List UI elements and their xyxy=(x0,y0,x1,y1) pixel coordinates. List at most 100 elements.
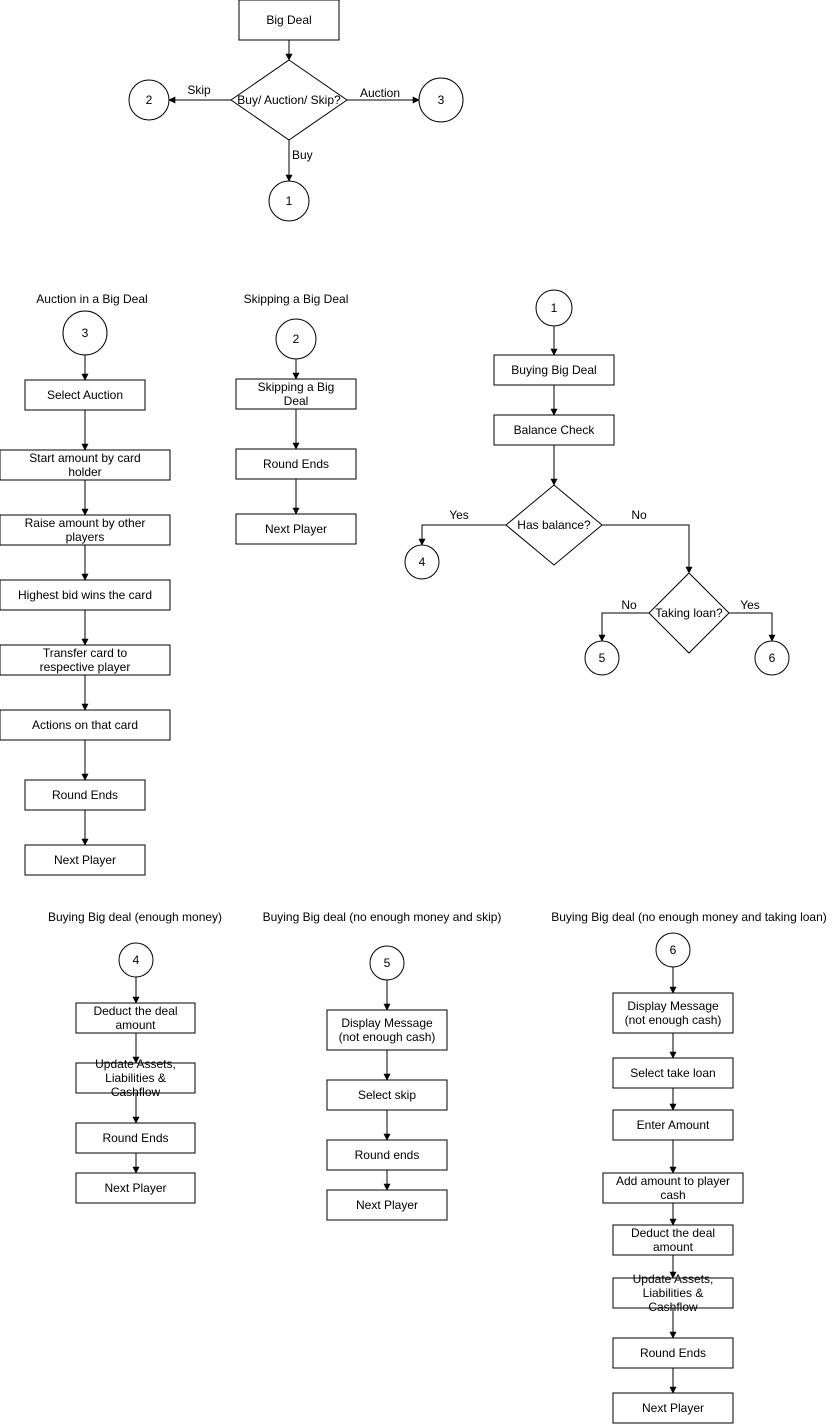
loan-step-6-label: Round Ends xyxy=(640,1346,706,1360)
noskip-title: Buying Big deal (no enough money and ski… xyxy=(263,910,502,924)
enough-connector-4-label: 4 xyxy=(133,953,140,967)
auction-step-3 xyxy=(0,579,171,611)
auction-connector-3-label: 3 xyxy=(82,326,89,340)
connector-4-label: 4 xyxy=(419,555,426,569)
skipping-step-2-label: Next Player xyxy=(265,522,327,536)
auction-step-7-label: Next Player xyxy=(54,853,116,867)
skipping-connector-2 xyxy=(275,318,317,360)
loan-title: Buying Big deal (no enough money and tak… xyxy=(551,910,827,924)
enough-step-2-label: Round Ends xyxy=(102,1131,168,1145)
connector-3 xyxy=(418,77,464,123)
auction-step-6-label: Round Ends xyxy=(52,788,118,802)
skipping-connector-2-label: 2 xyxy=(293,332,300,346)
enough-step-1-label: Update Assets,Liabilities &Cashflow xyxy=(95,1057,176,1099)
connector-3-label: 3 xyxy=(438,93,445,107)
buying-step-0-label: Buying Big Deal xyxy=(511,363,596,377)
loan-step-0 xyxy=(612,992,734,1034)
noskip-step-0-label: Display Message(not enough cash) xyxy=(339,1016,436,1044)
has-balance-decision-label: Has balance? xyxy=(517,518,591,532)
loan-step-2 xyxy=(612,1109,734,1141)
connector-2-label: 2 xyxy=(146,93,153,107)
auction-step-1 xyxy=(0,449,171,481)
buying-step-1-label: Balance Check xyxy=(514,423,596,437)
flow-nodes xyxy=(0,0,790,1424)
connector-1 xyxy=(268,180,310,222)
noskip-step-2-label: Round ends xyxy=(355,1148,420,1162)
loan-yes-edge-label: Yes xyxy=(740,598,760,612)
auction-step-6 xyxy=(24,779,146,811)
loan-step-4 xyxy=(612,1224,734,1256)
loan-edge-yes xyxy=(729,612,776,642)
noskip-step-1-label: Select skip xyxy=(358,1088,416,1102)
loan-step-1 xyxy=(612,1057,734,1089)
noskip-step-0 xyxy=(326,1009,448,1051)
connector-2 xyxy=(128,79,170,121)
loan-step-3 xyxy=(602,1172,744,1204)
noskip-step-3-label: Next Player xyxy=(356,1198,418,1212)
connector-1-label: 1 xyxy=(286,194,293,208)
auction-step-0 xyxy=(24,379,146,411)
taking-loan-decision-label: Taking loan? xyxy=(655,606,723,620)
auction-step-5 xyxy=(0,709,171,741)
connector-4 xyxy=(404,544,440,580)
enough-step-1 xyxy=(75,1062,196,1094)
noskip-step-1 xyxy=(326,1079,448,1111)
loan-step-0-label: Display Message(not enough cash) xyxy=(625,999,722,1027)
noskip-step-2 xyxy=(326,1139,448,1171)
yes-edge-label: Yes xyxy=(449,508,469,522)
auction-step-2 xyxy=(0,514,171,546)
buying-step-1 xyxy=(493,414,615,446)
loan-step-6 xyxy=(612,1337,734,1369)
big-deal-box-label: Big Deal xyxy=(266,13,311,27)
auction-step-4 xyxy=(0,644,171,676)
buying-connector-1-label: 1 xyxy=(551,301,558,315)
skip-edge-label: Skip xyxy=(187,83,211,97)
noskip-connector-5-label: 5 xyxy=(384,956,391,970)
auction-step-3-label: Highest bid wins the card xyxy=(18,588,152,602)
auction-step-0-label: Select Auction xyxy=(47,388,123,402)
enough-title: Buying Big deal (enough money) xyxy=(48,910,222,924)
flow-connections xyxy=(81,40,776,1394)
big-deal-box xyxy=(238,0,340,41)
enough-step-2 xyxy=(75,1122,196,1154)
noskip-step-3 xyxy=(326,1189,448,1221)
buying-edge-yes xyxy=(418,524,506,546)
enough-step-3 xyxy=(75,1172,196,1204)
buy-auction-skip-decision xyxy=(230,59,348,141)
auction-step-7 xyxy=(24,844,146,876)
auction-connector-3 xyxy=(62,310,108,356)
noskip-connector-5 xyxy=(369,945,405,981)
skipping-step-1 xyxy=(235,448,357,480)
auction-step-5-label: Actions on that card xyxy=(32,718,138,732)
loan-step-1-label: Select take loan xyxy=(630,1066,715,1080)
loan-step-5 xyxy=(612,1277,734,1309)
auction-title: Auction in a Big Deal xyxy=(36,292,147,306)
skipping-step-2 xyxy=(235,513,357,545)
loan-connector-6 xyxy=(655,932,691,968)
loan-connector-6-label: 6 xyxy=(670,943,677,957)
loan-step-7-label: Next Player xyxy=(642,1401,704,1415)
enough-step-3-label: Next Player xyxy=(104,1181,166,1195)
buying-connector-1 xyxy=(535,289,573,327)
connector-6-label: 6 xyxy=(769,651,776,665)
connector-6 xyxy=(754,640,790,676)
skipping-step-0 xyxy=(235,378,357,410)
connector-5 xyxy=(584,640,620,676)
skipping-title: Skipping a Big Deal xyxy=(244,292,349,306)
enough-connector-4 xyxy=(118,942,154,978)
skipping-step-1-label: Round Ends xyxy=(263,457,329,471)
loan-step-7 xyxy=(612,1392,734,1424)
loan-step-5-label: Update Assets,Liabilities &Cashflow xyxy=(633,1272,714,1314)
taking-loan-decision xyxy=(648,572,730,654)
buy-auction-skip-decision-label: Buy/ Auction/ Skip? xyxy=(237,93,341,107)
buying-edge-no xyxy=(602,524,693,574)
